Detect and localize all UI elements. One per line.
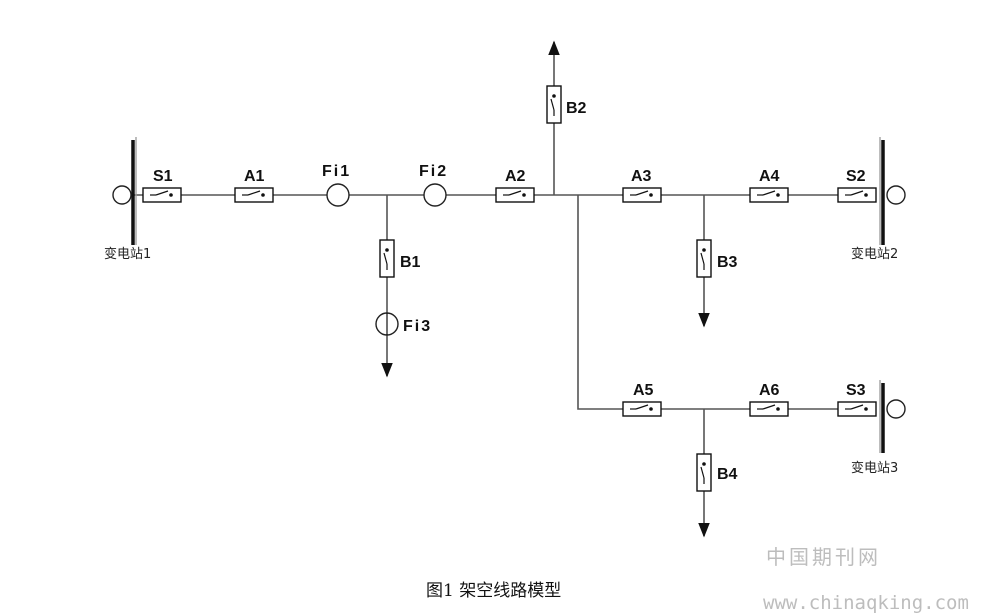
label-fi1: Fi1 bbox=[322, 163, 351, 180]
label-a6: A6 bbox=[759, 382, 780, 399]
switch-a1 bbox=[234, 187, 274, 203]
label-a3: A3 bbox=[631, 168, 652, 185]
label-fi3: Fi3 bbox=[403, 318, 432, 335]
label-b4: B4 bbox=[717, 466, 738, 483]
substation-3 bbox=[879, 380, 906, 453]
switch-a3 bbox=[622, 187, 662, 203]
station-3-label: 变电站3 bbox=[851, 460, 898, 476]
label-b3: B3 bbox=[717, 254, 738, 271]
label-a5: A5 bbox=[633, 382, 654, 399]
switch-a6 bbox=[749, 401, 789, 417]
station-1-label: 变电站1 bbox=[104, 246, 151, 262]
fault-indicator-fi3 bbox=[375, 312, 399, 336]
label-b1: B1 bbox=[400, 254, 421, 271]
label-a1: A1 bbox=[244, 168, 265, 185]
label-a2: A2 bbox=[505, 168, 526, 185]
label-a4: A4 bbox=[759, 168, 780, 185]
switch-s2 bbox=[837, 187, 877, 203]
switch-a4 bbox=[749, 187, 789, 203]
lower-feeder-line bbox=[577, 195, 872, 410]
switch-b1 bbox=[379, 239, 395, 278]
label-fi2: Fi2 bbox=[419, 163, 448, 180]
label-s2: S2 bbox=[846, 168, 866, 185]
substation-2 bbox=[879, 137, 906, 245]
watermark-cn: 中国期刊网 bbox=[766, 545, 881, 569]
label-s3: S3 bbox=[846, 382, 866, 399]
switch-a2 bbox=[495, 187, 535, 203]
station-2-label: 变电站2 bbox=[851, 246, 898, 262]
wires bbox=[133, 40, 872, 538]
substation-1 bbox=[112, 137, 137, 245]
switch-a5 bbox=[622, 401, 662, 417]
switch-b2 bbox=[546, 85, 562, 124]
fault-indicator-fi2 bbox=[423, 183, 447, 207]
switch-s1 bbox=[142, 187, 182, 203]
watermark-url: www.chinaqking.com bbox=[763, 592, 969, 614]
label-s1: S1 bbox=[153, 168, 173, 185]
switch-s3 bbox=[837, 401, 877, 417]
fault-indicator-fi1 bbox=[326, 183, 350, 207]
figure-caption: 图1 架空线路模型 bbox=[426, 581, 561, 601]
label-b2: B2 bbox=[566, 100, 587, 117]
switch-b3 bbox=[696, 239, 712, 278]
switch-b4 bbox=[696, 453, 712, 492]
